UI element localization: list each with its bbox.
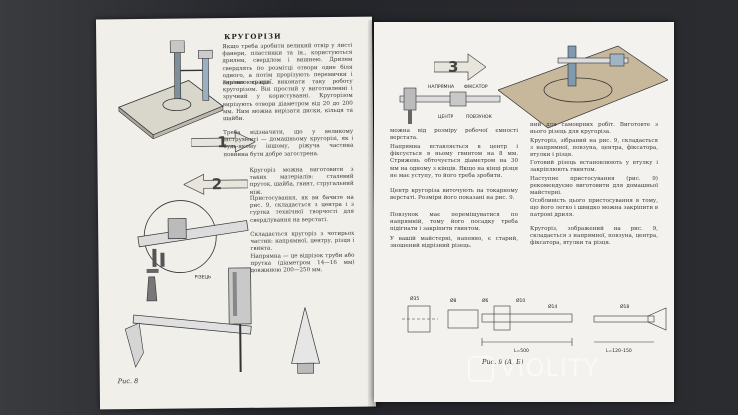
right-paragraph-5: У вашій майстерні, напевно, є старий, зн… [390,236,518,250]
dim-label-3: Ø6 [482,297,489,304]
cutter-illustration: РІЗЕЦЬ [124,200,252,372]
dim-label-6: L=500 [514,348,529,354]
dim-label-5: Ø14 [548,303,557,310]
dim-label-4: Ø10 [516,297,525,304]
left-paragraph-7: Напрямна — це відрізок труби або прутка … [250,252,355,275]
left-page: КРУГОРІЗИ 1 2 РІЗЕЦЬ [95,16,377,410]
page-heading: КРУГОРІЗИ [224,31,282,42]
right-col-paragraph-2: Кругоріз, зібраний на рис. 9, складаєтьс… [530,138,658,159]
left-paragraph-5: Пристосування, як ви бачите на рис. 9, с… [249,194,355,224]
label-napryamna: НАПРЯМНА [428,84,455,90]
right-col-paragraph-6: Кругоріз, зображений на рис. 9, складаєт… [530,226,658,247]
violity-logo-icon [468,356,494,382]
label-rizets: РІЗЕЦЬ [195,274,211,280]
assembly-illustration: НАПРЯМНА ФІКСАТОР ЦЕНТР ПОВЗУНОК [399,84,501,124]
figure-caption-9: Рис. 9 (А, Б) [482,358,524,366]
right-paragraph-3: Центр кругоріза виточують на токарному в… [390,188,518,202]
step-number-2: 2 [211,175,223,194]
figure-caption-8: Рис. 8 [117,377,139,386]
dim-label-7: L=120–150 [606,348,632,354]
right-paragraph-2: Напрямна вставляється в центр і фіксуєть… [390,144,518,179]
right-col-paragraph-3: Готовий різець встановлюють у втулку і з… [530,160,658,174]
dim-label-2: Ø8 [450,297,457,304]
drill-illustration [118,40,224,140]
right-paragraph-1: можна від розміру робочої ємності верста… [390,128,518,142]
dim-label-1: Ø35 [410,295,419,302]
cone-illustration [291,307,321,374]
machine-illustration [498,45,668,129]
technical-drawing: Ø35 Ø8 Ø6 Ø10 Ø14 L=500 L=120–150 Ø18 [402,295,667,354]
left-paragraph-2: Значно краще виконати таку роботу кругор… [222,78,353,123]
label-povzunok: ПОВЗУНОК [466,114,493,120]
watermark-text: VIOLITY [500,354,600,382]
left-paragraph-6: Складається кругоріз з чотирьох частин: … [250,230,355,253]
left-paragraph-3: Треба відзначити, що у великому інструме… [223,128,354,158]
right-col-paragraph-4: Наступне пристосування (рис. 9) рекоменд… [530,176,658,197]
left-paragraph-4: Кругоріз можна виготовити з таких матері… [249,166,354,196]
right-page: 3 НАПРЯМНА ФІКСАТОР ЦЕНТР ПОВЗУНОК можна… [374,22,674,402]
step-number-3: 3 [448,58,459,76]
right-col-paragraph-5: Особливість цього пристосування в тому, … [530,198,658,219]
label-fiksator: ФІКСАТОР [464,84,488,90]
label-tsentr: ЦЕНТР [438,114,453,120]
right-paragraph-4: Повзунок має переміщуватися по напрямній… [390,212,518,233]
dim-label-8: Ø18 [620,303,629,310]
right-col-paragraph-1: ний для самоврних робіт. Виготовте з ньо… [530,122,658,136]
